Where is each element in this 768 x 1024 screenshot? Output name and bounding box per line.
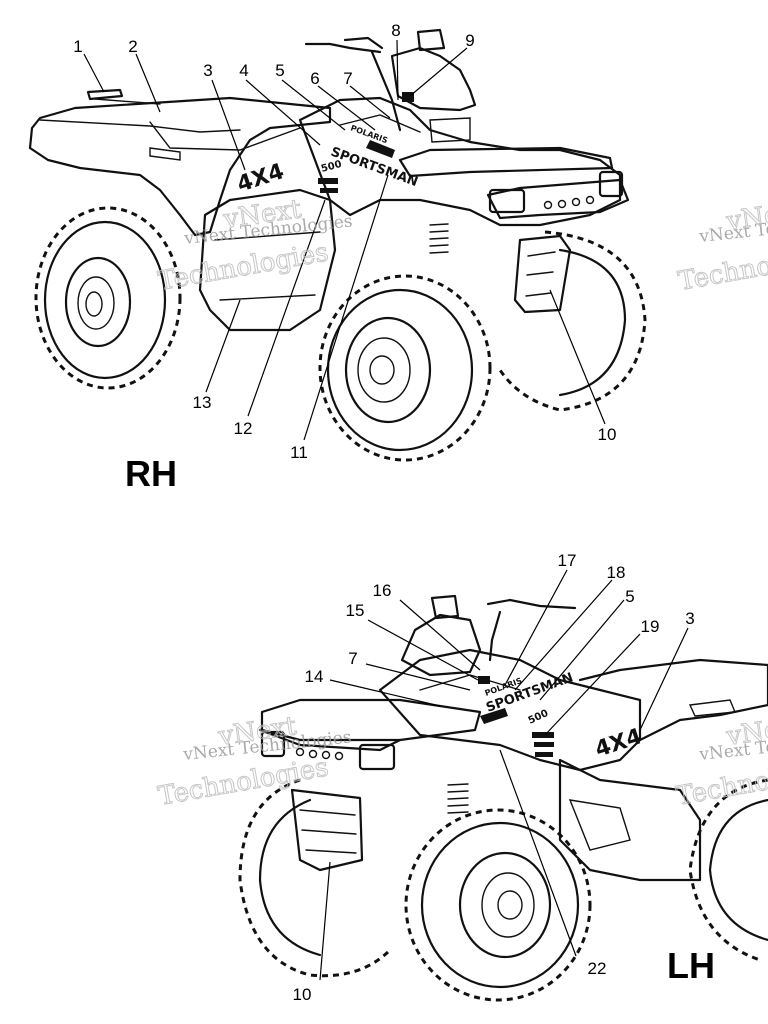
lh-callouts: 17 18 5 16 19 3 15 7 14 10 22: [293, 551, 695, 1004]
callout-label: 11: [290, 443, 308, 462]
lh-4x4-decal: 4X4: [592, 724, 645, 762]
callout-label: 7: [343, 69, 352, 88]
callout-label: 19: [641, 617, 660, 636]
lh-front-wheel: [404, 808, 592, 1002]
callout-label: 12: [234, 419, 253, 438]
svg-text:vNext: vNext: [724, 196, 768, 237]
callout-label: 18: [607, 563, 626, 582]
callout-label: 10: [293, 985, 312, 1004]
callout-label: 5: [625, 587, 634, 606]
rh-callouts: 1 2 3 4 5 6 7 8 9 10 11 12 13: [73, 21, 616, 462]
rh-far-front-wheel: [498, 230, 647, 412]
callout-label: 3: [203, 61, 212, 80]
svg-text:vNext: vNext: [724, 711, 768, 752]
watermark: vNext Technologies vNext Technologies vN…: [156, 194, 768, 813]
lh-far-front-wheel: [238, 778, 392, 978]
callout-label: 3: [685, 609, 694, 628]
callout-label: 16: [373, 581, 392, 600]
callout-label: 15: [346, 601, 365, 620]
callout-label: 22: [588, 959, 607, 978]
rh-front-wheel: [318, 274, 492, 462]
callout-label: 14: [305, 667, 324, 686]
svg-text:500: 500: [320, 159, 343, 175]
callout-label: 1: [73, 37, 82, 56]
callout-label: 5: [275, 61, 284, 80]
callout-label: 8: [391, 21, 400, 40]
svg-text:4X4: 4X4: [592, 724, 645, 762]
rh-view-label: RH: [125, 453, 177, 494]
callout-label: 13: [193, 393, 212, 412]
callout-label: 6: [310, 69, 319, 88]
callout-label: 2: [128, 37, 137, 56]
svg-text:Technologies: Technologies: [676, 237, 768, 296]
lh-view-label: LH: [667, 945, 715, 986]
callout-label: 10: [598, 425, 617, 444]
callout-label: 9: [465, 31, 474, 50]
lh-rear-wheel: [688, 778, 768, 962]
callout-label: 17: [558, 551, 577, 570]
svg-text:Technologies: Technologies: [156, 237, 331, 296]
svg-text:500: 500: [527, 708, 551, 727]
callout-label: 4: [239, 61, 248, 80]
rh-rear-wheel: [34, 206, 182, 390]
callout-label: 7: [348, 649, 357, 668]
rh-atv-drawing: SPORTSMAN POLARIS 500 4X4: [28, 28, 647, 462]
